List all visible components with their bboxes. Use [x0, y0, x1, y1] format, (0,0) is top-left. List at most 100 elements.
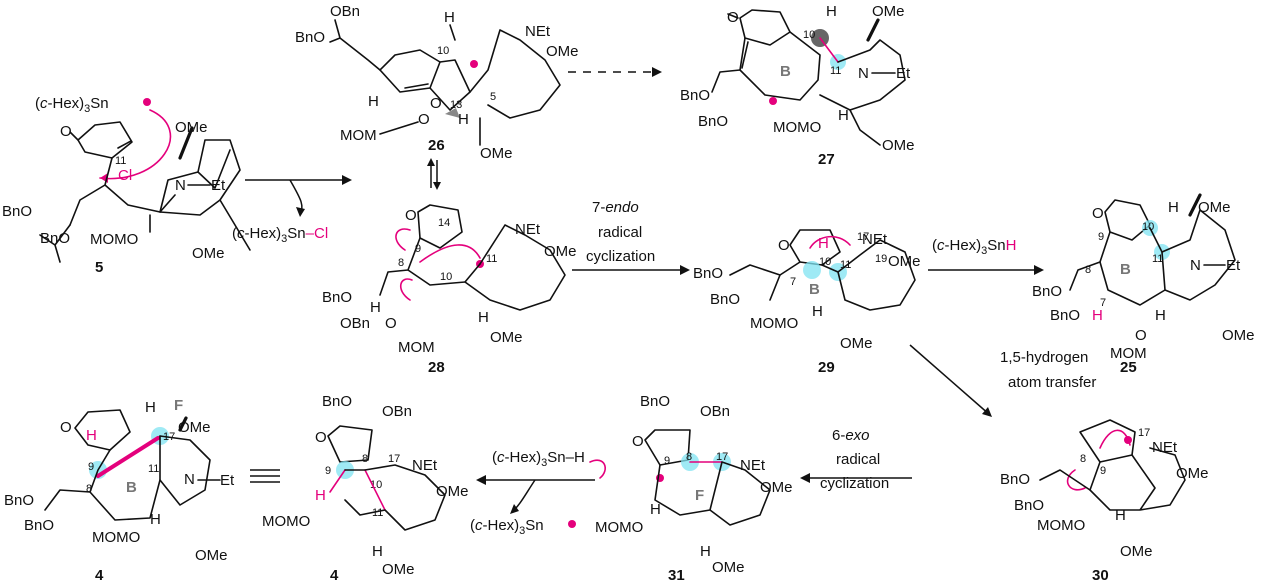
- ome-group: OMe: [546, 43, 579, 60]
- momo-group: MOMO: [92, 529, 140, 546]
- atom-number: 13: [450, 99, 462, 111]
- hydrogen-atom: H: [1115, 507, 1126, 524]
- compound-label: 4: [95, 567, 104, 583]
- hydrogen-atom: H: [145, 399, 156, 416]
- new-bond: [819, 37, 839, 63]
- hydrogen-atom: H: [1155, 307, 1166, 324]
- nitrogen-atom: N: [175, 177, 186, 194]
- ome-group: OMe: [1120, 543, 1153, 560]
- atom-number: 11: [830, 65, 841, 77]
- equivalence-sign: [250, 469, 280, 483]
- momo-group: MOMO: [595, 519, 643, 536]
- cyclopentanone: [1104, 199, 1151, 241]
- atom-number: 17: [388, 453, 400, 465]
- bno-group: BnO: [322, 289, 352, 306]
- atom-number: 7: [1100, 297, 1106, 309]
- atom-number: 9: [664, 455, 670, 467]
- compound-label: 5: [95, 259, 103, 276]
- chain-bonds: [729, 264, 781, 276]
- ome-group: OMe: [480, 145, 513, 162]
- ome-group: OMe: [175, 119, 208, 136]
- cage-bonds: [1089, 447, 1186, 511]
- ring-bonds: [644, 429, 691, 466]
- cyclopentanone: [739, 9, 791, 46]
- ome-group: OMe: [490, 329, 523, 346]
- nitrogen-atom: N: [858, 65, 869, 82]
- compound-28: O 14 9 8 10 11 NEt OMe BnO OBn H O MOM H…: [322, 204, 577, 376]
- net-group: NEt: [515, 221, 541, 238]
- oxygen-atom: O: [727, 9, 739, 26]
- acetal-bonds: [39, 224, 71, 263]
- hydrogen-atom: H: [1168, 199, 1179, 216]
- ring-bonds: [379, 237, 481, 296]
- step-hat-line2: atom transfer: [1008, 374, 1096, 391]
- hydrogen-atom: H: [700, 543, 711, 560]
- compound-4-left: O H 9 8 17 11 B OMe F H N Et BnO BnO MOM…: [4, 397, 235, 583]
- atom-number: 14: [438, 217, 450, 229]
- bno-group: BnO: [24, 517, 54, 534]
- ome-group: OMe: [382, 561, 415, 578]
- atom-label-f: F: [174, 397, 183, 414]
- momo-group: MOMO: [750, 315, 798, 332]
- ring-bonds: [327, 425, 373, 463]
- atom-number: 10: [437, 45, 449, 57]
- hydrogen-atom: H: [150, 511, 161, 528]
- atom-number: 11: [115, 155, 126, 167]
- atom-number: 11: [486, 253, 497, 265]
- bno-group: BnO: [680, 87, 710, 104]
- curved-arrow: [1099, 429, 1131, 449]
- atom-number: 17: [716, 451, 728, 463]
- radical-dot: [769, 97, 777, 105]
- hydrogen-atom: H: [372, 543, 383, 560]
- equilibrium-arrows: [427, 158, 441, 190]
- tin-hydride-reagent: (c-Hex)3SnH: [932, 237, 1017, 257]
- new-bond-highlight: [96, 436, 160, 478]
- compound-29: O H 17 10 11 7 19 B NEt OMe BnO BnO MOMO…: [693, 229, 921, 376]
- chain-bonds: [329, 19, 381, 71]
- curved-arrow: [400, 278, 413, 301]
- atom-number: 10: [370, 479, 382, 491]
- oxygen-atom: O: [1092, 205, 1104, 222]
- radical-dot: [568, 520, 576, 528]
- compound-26: OBn BnO H NEt OMe 10 13 5 H O O H MOM OM…: [295, 3, 579, 162]
- step-endo-line2: radical: [598, 224, 642, 241]
- chain-bonds: [44, 489, 91, 511]
- hydrogen-atom: H: [826, 3, 837, 20]
- ome-group: OMe: [840, 335, 873, 352]
- ring-label-b: B: [780, 63, 791, 80]
- oxygen-atom: O: [385, 315, 397, 332]
- net-group: NEt: [412, 457, 438, 474]
- arrow-29-to-25: (c-Hex)3SnH: [928, 237, 1044, 275]
- compound-label: 25: [1120, 359, 1137, 376]
- cage-bonds: [159, 139, 241, 216]
- chain-bonds: [1039, 469, 1091, 491]
- bno-group: BnO: [4, 492, 34, 509]
- tin-radical-reagent: (c-Hex)3Sn: [35, 95, 109, 115]
- atom-number: 8: [398, 257, 404, 269]
- oxygen-atom: O: [430, 95, 442, 112]
- net-group: NEt: [525, 23, 551, 40]
- compound-label: 26: [428, 137, 445, 154]
- bno-group: BnO: [1032, 283, 1062, 300]
- ome-group: OMe: [712, 559, 745, 576]
- step-exo-line2: radical: [836, 451, 880, 468]
- arrow-29-to-30: 1,5-hydrogen atom transfer: [909, 344, 1096, 417]
- atom-number: 11: [840, 259, 851, 271]
- arrow-31-to-4: (c-Hex)3Sn–H (c-Hex)3Sn: [470, 449, 606, 537]
- grey-wedge: [445, 108, 460, 118]
- ome-group: OMe: [192, 245, 225, 262]
- mom-group: MOM: [1110, 345, 1147, 362]
- atom-number: 19: [875, 253, 887, 265]
- compound-label: 29: [818, 359, 835, 376]
- hydrogen-atom: H: [368, 93, 379, 110]
- compound-4-right: BnO OBn O 9 8 17 10 11 H NEt OMe MOMO H …: [262, 393, 469, 583]
- tin-radical-product: (c-Hex)3Sn: [470, 517, 544, 537]
- new-h-bond: [329, 469, 346, 493]
- radical-dot: [143, 98, 151, 106]
- ring-label-b: B: [126, 479, 137, 496]
- hydrogen-atom: H: [650, 501, 661, 518]
- ome-group: OMe: [760, 479, 793, 496]
- obn-group: OBn: [340, 315, 370, 332]
- arrow-5-to-28: (c-Hex)3Sn–Cl: [232, 175, 352, 245]
- hydrogen-atom: H: [86, 427, 97, 444]
